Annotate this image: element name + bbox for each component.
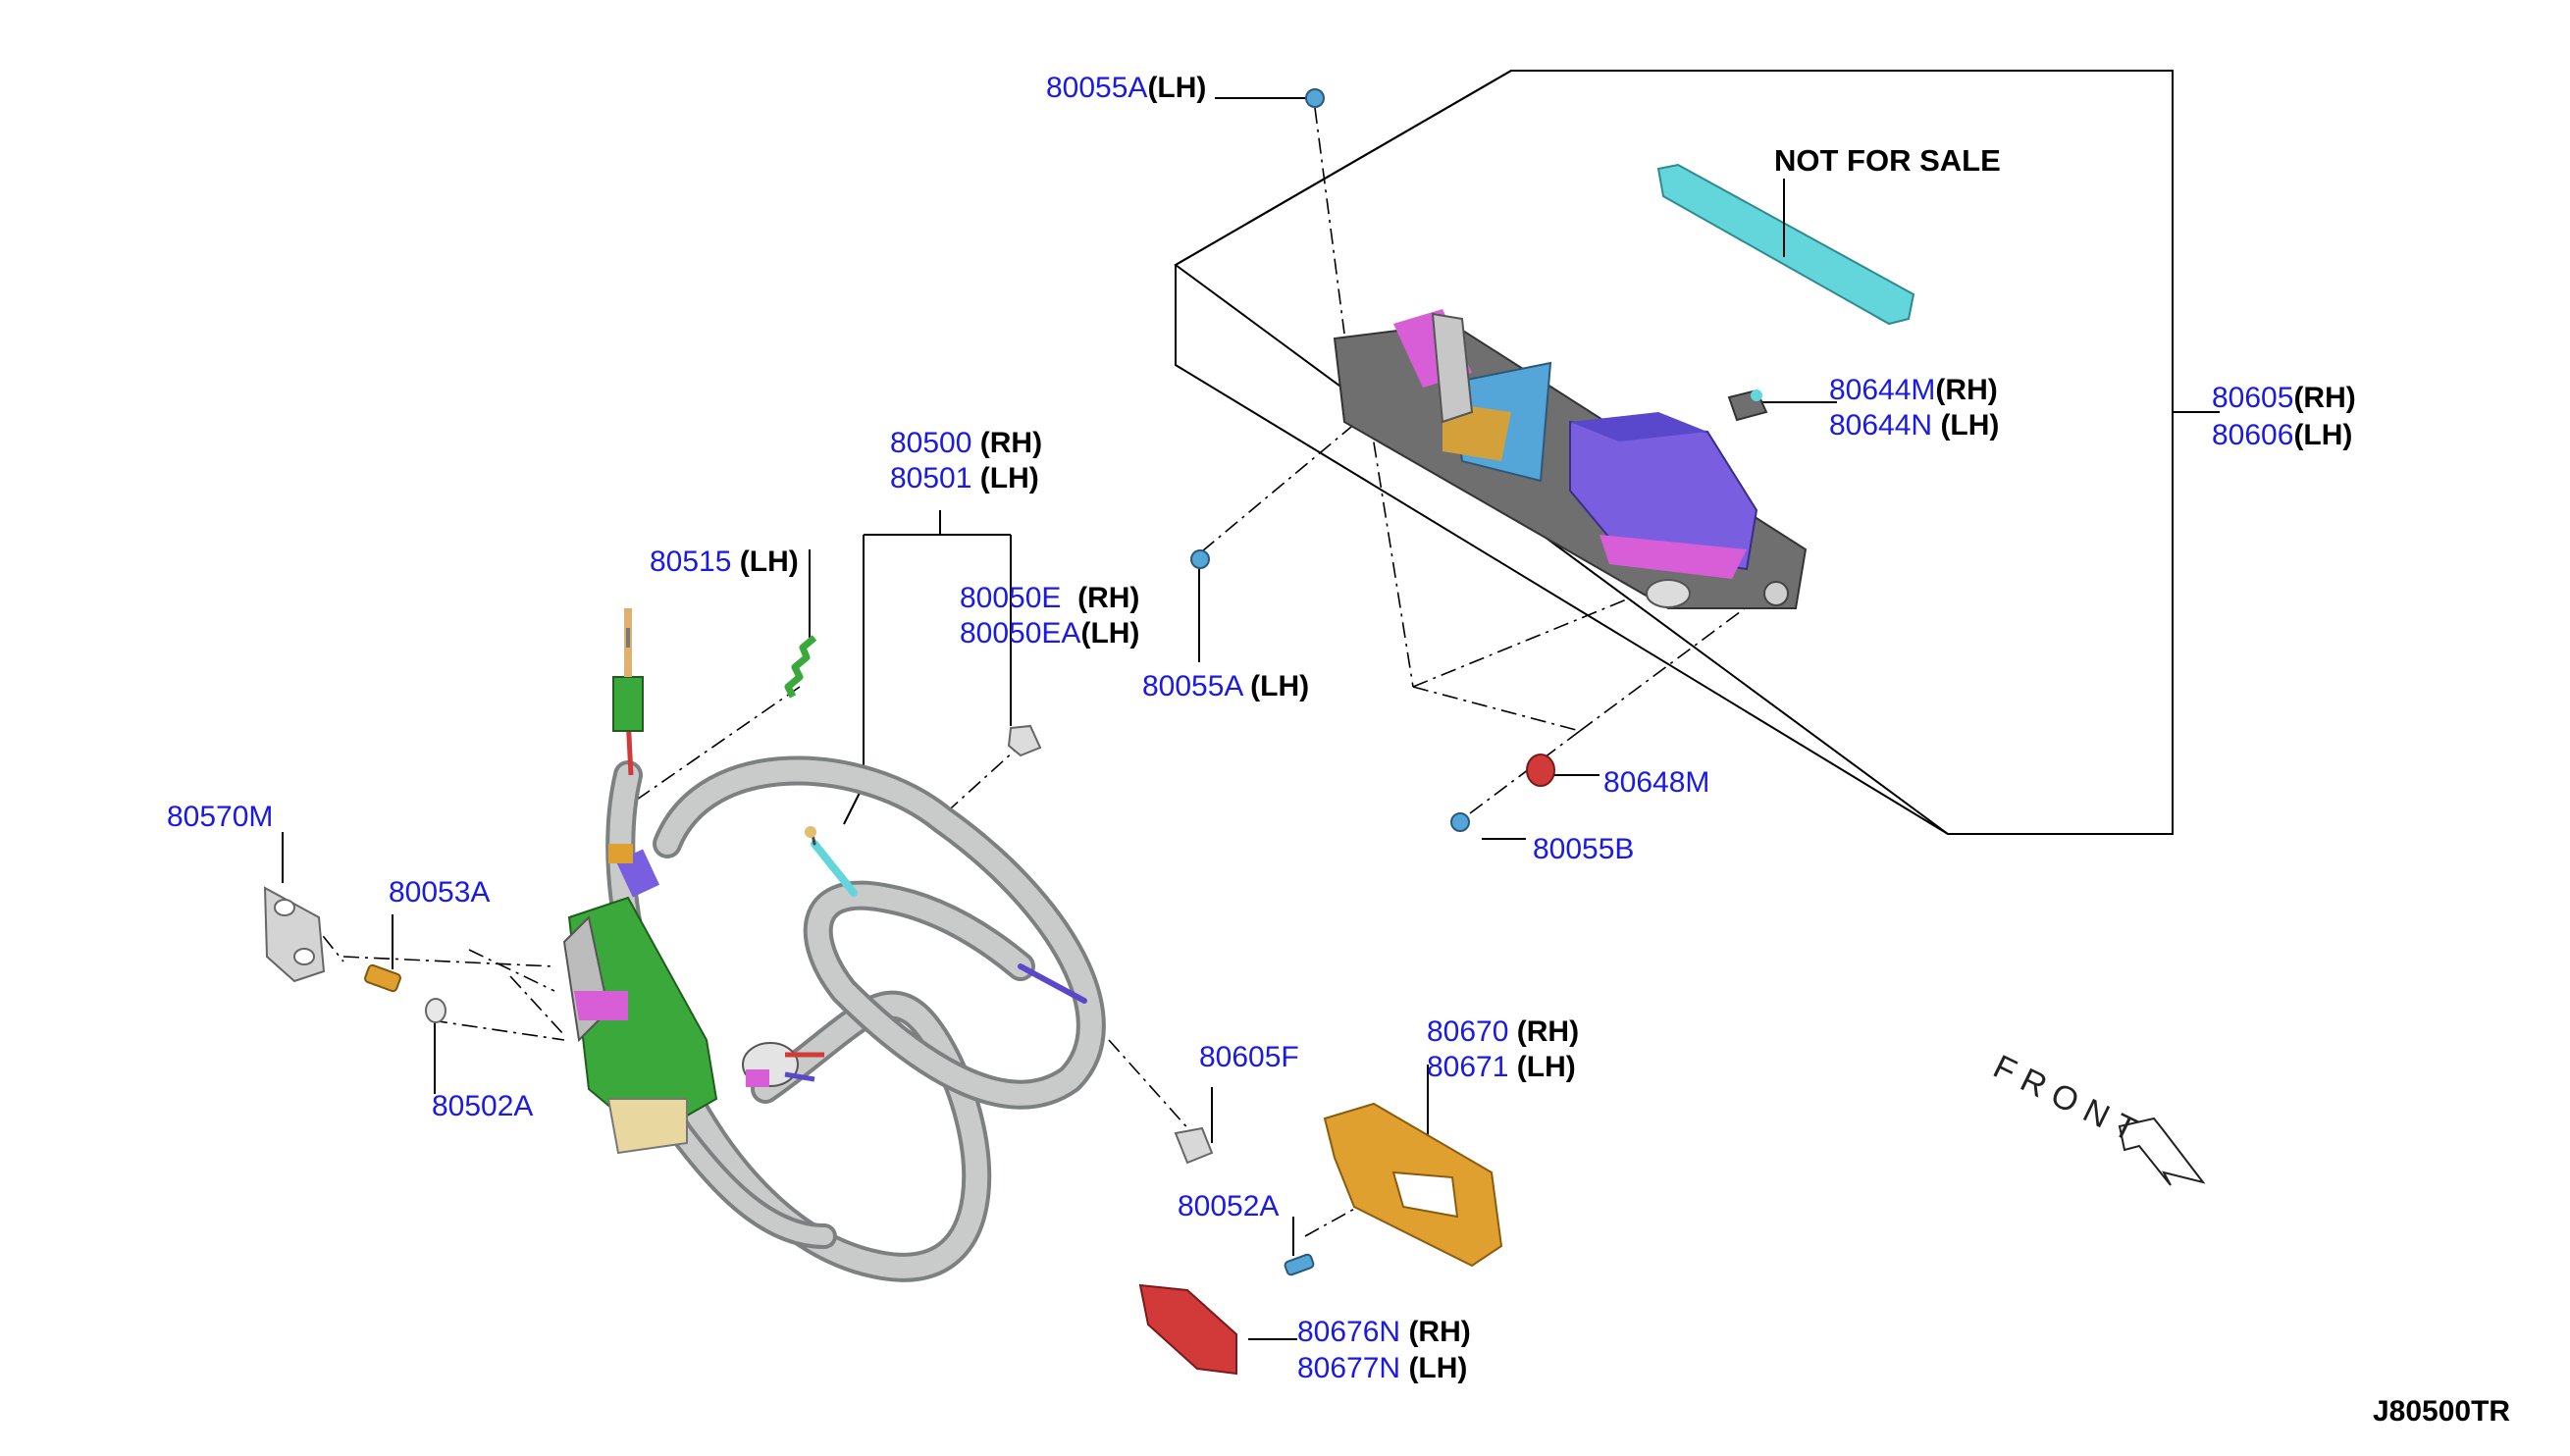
screw-80052a xyxy=(1284,1253,1315,1276)
part-number[interactable]: 80570M xyxy=(167,801,274,833)
part-number[interactable]: 80050E xyxy=(960,582,1062,614)
part-number[interactable]: 80605 xyxy=(2212,382,2294,414)
side-indicator: (LH) xyxy=(2293,419,2353,451)
label-80644n[interactable]: 80644N (LH) xyxy=(1829,408,1999,443)
side-indicator: (LH) xyxy=(1080,617,1140,650)
label-80502a[interactable]: 80502A xyxy=(432,1089,533,1124)
door-lock-actuator xyxy=(562,608,718,1155)
label-80055a-mid[interactable]: 80055A (LH) xyxy=(1142,669,1309,704)
part-number[interactable]: 80501 xyxy=(890,462,972,494)
diagram-code: J80500TR xyxy=(2373,1395,2511,1428)
label-80605[interactable]: 80605(RH) xyxy=(2212,381,2356,416)
gasket-80670 xyxy=(1323,1102,1503,1268)
part-number[interactable]: 80500 xyxy=(890,427,972,459)
part-number[interactable]: 80502A xyxy=(432,1090,534,1122)
washer-80502a xyxy=(425,998,446,1023)
not-for-sale-label: NOT FOR SALE xyxy=(1774,143,2001,178)
part-number[interactable]: 80605F xyxy=(1199,1041,1299,1073)
part-number[interactable]: 80055A xyxy=(1142,670,1242,702)
label-80053a[interactable]: 80053A xyxy=(389,875,490,910)
part-number[interactable]: 80644N xyxy=(1829,409,1933,442)
label-80050ea[interactable]: 80050EA(LH) xyxy=(960,616,1139,651)
label-80676n[interactable]: 80676N (RH) xyxy=(1297,1315,1471,1350)
front-arrow xyxy=(2118,1117,2206,1186)
connector-plug xyxy=(742,1042,824,1087)
part-number[interactable]: 80055A xyxy=(1046,72,1148,104)
part-number[interactable]: 80670 xyxy=(1427,1015,1509,1048)
label-80648m[interactable]: 80648M xyxy=(1603,765,1709,801)
leader-lines xyxy=(282,97,2220,1340)
striker-80570m xyxy=(263,886,326,983)
label-80055a-top[interactable]: 80055A(LH) xyxy=(1046,71,1206,106)
side-indicator: (RH) xyxy=(1077,582,1140,614)
side-indicator: (LH) xyxy=(1516,1051,1576,1083)
outside-handle-base xyxy=(1333,309,1808,609)
rod-80515 xyxy=(784,635,817,699)
assembly-outline-lower xyxy=(1175,265,1949,835)
cap-80648m xyxy=(1526,754,1555,787)
side-indicator: (LH) xyxy=(979,462,1039,494)
side-indicator: (RH) xyxy=(2293,382,2356,414)
clip-80050e xyxy=(1007,724,1042,757)
label-80500[interactable]: 80500 (RH) xyxy=(890,426,1042,461)
bolt-80053a xyxy=(364,963,401,993)
bracket-80605f xyxy=(1174,1126,1214,1165)
part-number[interactable]: 80055B xyxy=(1533,833,1635,865)
label-80670[interactable]: 80670 (RH) xyxy=(1427,1014,1579,1050)
assembly-outline-side xyxy=(1175,70,1512,266)
side-indicator: (RH) xyxy=(1408,1316,1471,1348)
side-indicator: (RH) xyxy=(1516,1015,1580,1048)
clip-80644m xyxy=(1727,389,1768,422)
label-80052a[interactable]: 80052A xyxy=(1178,1189,1279,1224)
part-number[interactable]: 80671 xyxy=(1427,1051,1509,1083)
label-80055b[interactable]: 80055B xyxy=(1533,832,1634,867)
label-80605f[interactable]: 80605F xyxy=(1199,1040,1299,1075)
side-indicator: (LH) xyxy=(1250,670,1310,702)
side-indicator: (LH) xyxy=(1147,72,1207,104)
part-number[interactable]: 80677N xyxy=(1297,1352,1401,1384)
side-indicator: (RH) xyxy=(1935,374,1998,406)
side-indicator: (LH) xyxy=(1408,1352,1468,1384)
part-number[interactable]: 80606 xyxy=(2212,419,2294,451)
screw-80055a-top xyxy=(1305,88,1325,108)
screw-80055a-mid xyxy=(1190,549,1210,569)
label-80677n[interactable]: 80677N (LH) xyxy=(1297,1351,1467,1386)
side-indicator: (LH) xyxy=(739,546,799,578)
seal-80676n xyxy=(1138,1283,1237,1376)
handle-cover-not-for-sale xyxy=(1656,163,1915,326)
label-80570m[interactable]: 80570M xyxy=(167,800,273,835)
label-80501[interactable]: 80501 (LH) xyxy=(890,461,1039,496)
part-number[interactable]: 80644M xyxy=(1829,374,1936,406)
part-number[interactable]: 80515 xyxy=(650,546,732,578)
label-80606[interactable]: 80606(LH) xyxy=(2212,418,2352,453)
part-number[interactable]: 80052A xyxy=(1178,1190,1280,1222)
label-80515[interactable]: 80515 (LH) xyxy=(650,545,799,580)
label-80671[interactable]: 80671 (LH) xyxy=(1427,1050,1576,1085)
part-number[interactable]: 80648M xyxy=(1603,766,1710,799)
label-80644m[interactable]: 80644M(RH) xyxy=(1829,373,1998,408)
screw-80055b xyxy=(1450,812,1470,832)
side-indicator: (LH) xyxy=(1940,409,2000,442)
label-80050e[interactable]: 80050E (RH) xyxy=(960,581,1139,616)
part-number[interactable]: 80676N xyxy=(1297,1316,1401,1348)
part-number[interactable]: 80053A xyxy=(389,876,491,909)
side-indicator: (RH) xyxy=(979,427,1043,459)
part-number[interactable]: 80050EA xyxy=(960,617,1081,650)
